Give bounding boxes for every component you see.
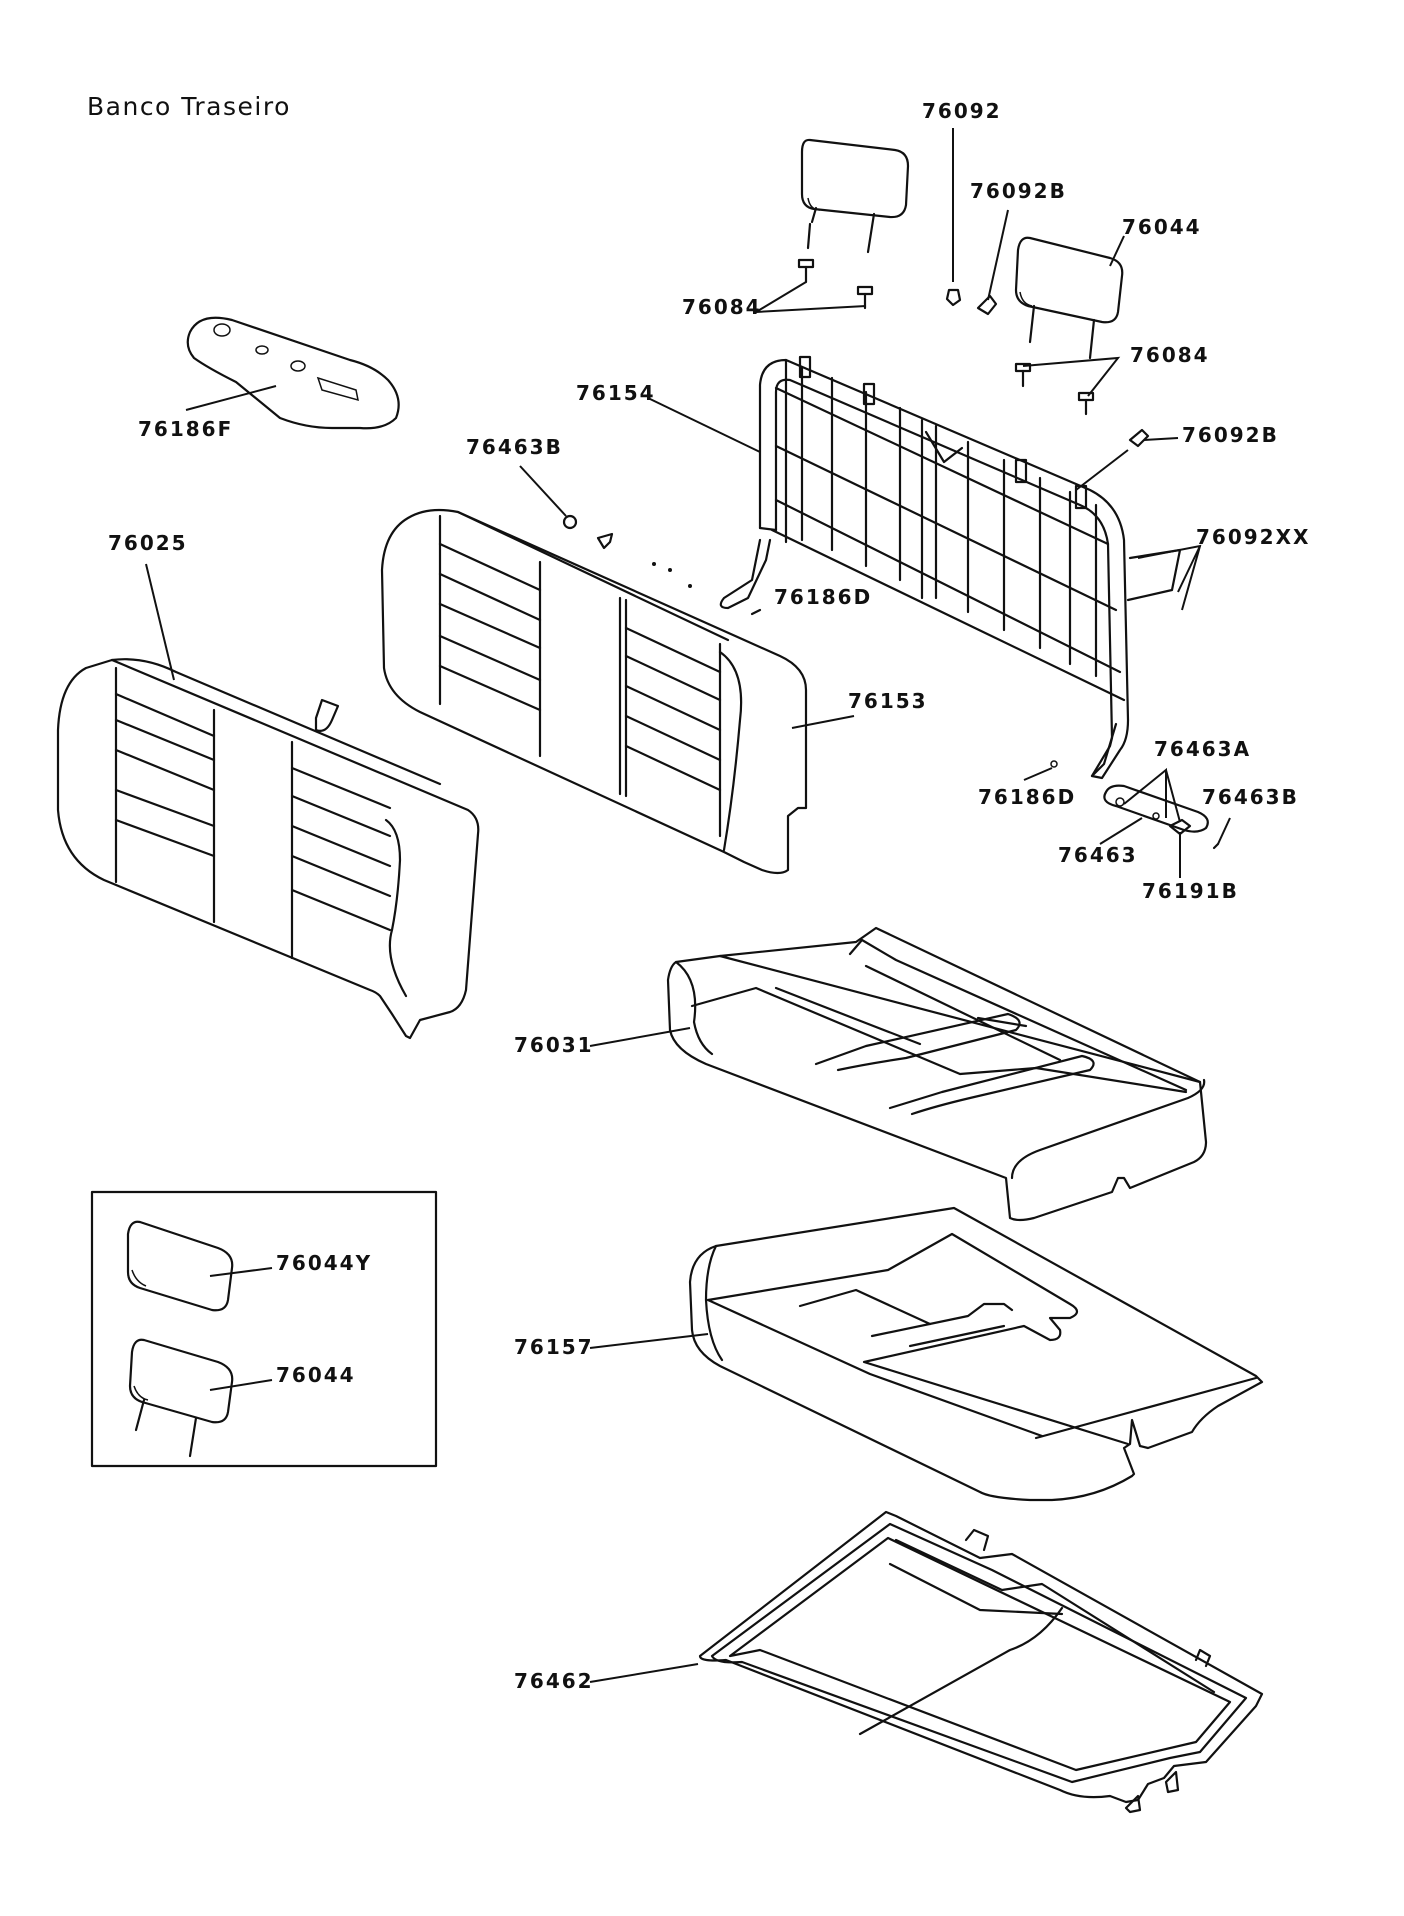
label-76463A: 76463A [1154, 737, 1251, 761]
leader-lines [145, 128, 1231, 1683]
clip-76092B-top [976, 294, 998, 316]
inset-box [90, 1190, 438, 1468]
label-76153: 76153 [848, 689, 928, 713]
label-76462: 76462 [514, 1669, 594, 1693]
label-76092XX: 76092XX [1196, 525, 1310, 549]
clip-76191B [1168, 818, 1192, 836]
label-76186D-top: 76186D [774, 585, 872, 609]
clip-76092B-right [1128, 428, 1150, 448]
label-76092B-top: 76092B [970, 179, 1067, 203]
label-76092: 76092 [922, 99, 1002, 123]
seat-back-frame-76154 [719, 355, 1130, 780]
seat-cushion-pad-76157 [688, 1206, 1264, 1502]
label-76157: 76157 [514, 1335, 594, 1359]
label-76463B-right: 76463B [1202, 785, 1299, 809]
pin-76186D-bottom [1050, 760, 1058, 768]
pin-76463B-right [1212, 842, 1220, 850]
headrest-top-left [800, 138, 910, 254]
label-76463: 76463 [1058, 843, 1138, 867]
label-76044-top: 76044 [1122, 215, 1202, 239]
headrest-76044-inset [128, 1338, 234, 1458]
label-76084-right: 76084 [1130, 343, 1210, 367]
label-76025: 76025 [108, 531, 188, 555]
label-76031: 76031 [514, 1033, 594, 1057]
bracket-76463 [1103, 784, 1209, 833]
grommet-76463B-top [562, 514, 692, 588]
panel-76186F [186, 316, 400, 430]
headrest-76044 [1014, 236, 1124, 360]
label-76154: 76154 [576, 381, 656, 405]
bolt-76084-right-b [1077, 391, 1095, 416]
seat-back-cover-76025 [56, 658, 480, 1040]
headrest-76044Y-inset [126, 1220, 234, 1312]
label-76084-left: 76084 [682, 295, 762, 319]
label-76463B-top: 76463B [466, 435, 563, 459]
seat-cushion-cover-76031 [666, 926, 1208, 1222]
label-76044-inset: 76044 [276, 1363, 356, 1387]
label-76044Y-inset: 76044Y [276, 1251, 372, 1275]
diagram-title: Banco Traseiro [87, 92, 291, 121]
bracket-76092XX [1126, 548, 1182, 602]
bolt-76084-right-a [1014, 362, 1032, 388]
clip-76092 [945, 288, 962, 307]
seat-pan-frame-76462 [698, 1510, 1264, 1814]
bolt-76084-left-b [856, 285, 874, 310]
label-76191B: 76191B [1142, 879, 1239, 903]
label-76092B-right: 76092B [1182, 423, 1279, 447]
pin-76186D-top [750, 608, 762, 616]
seat-back-pad-76153 [380, 508, 808, 875]
label-76186F: 76186F [138, 417, 233, 441]
bolt-76084-left-a [797, 258, 815, 284]
label-76186D-bottom: 76186D [978, 785, 1076, 809]
